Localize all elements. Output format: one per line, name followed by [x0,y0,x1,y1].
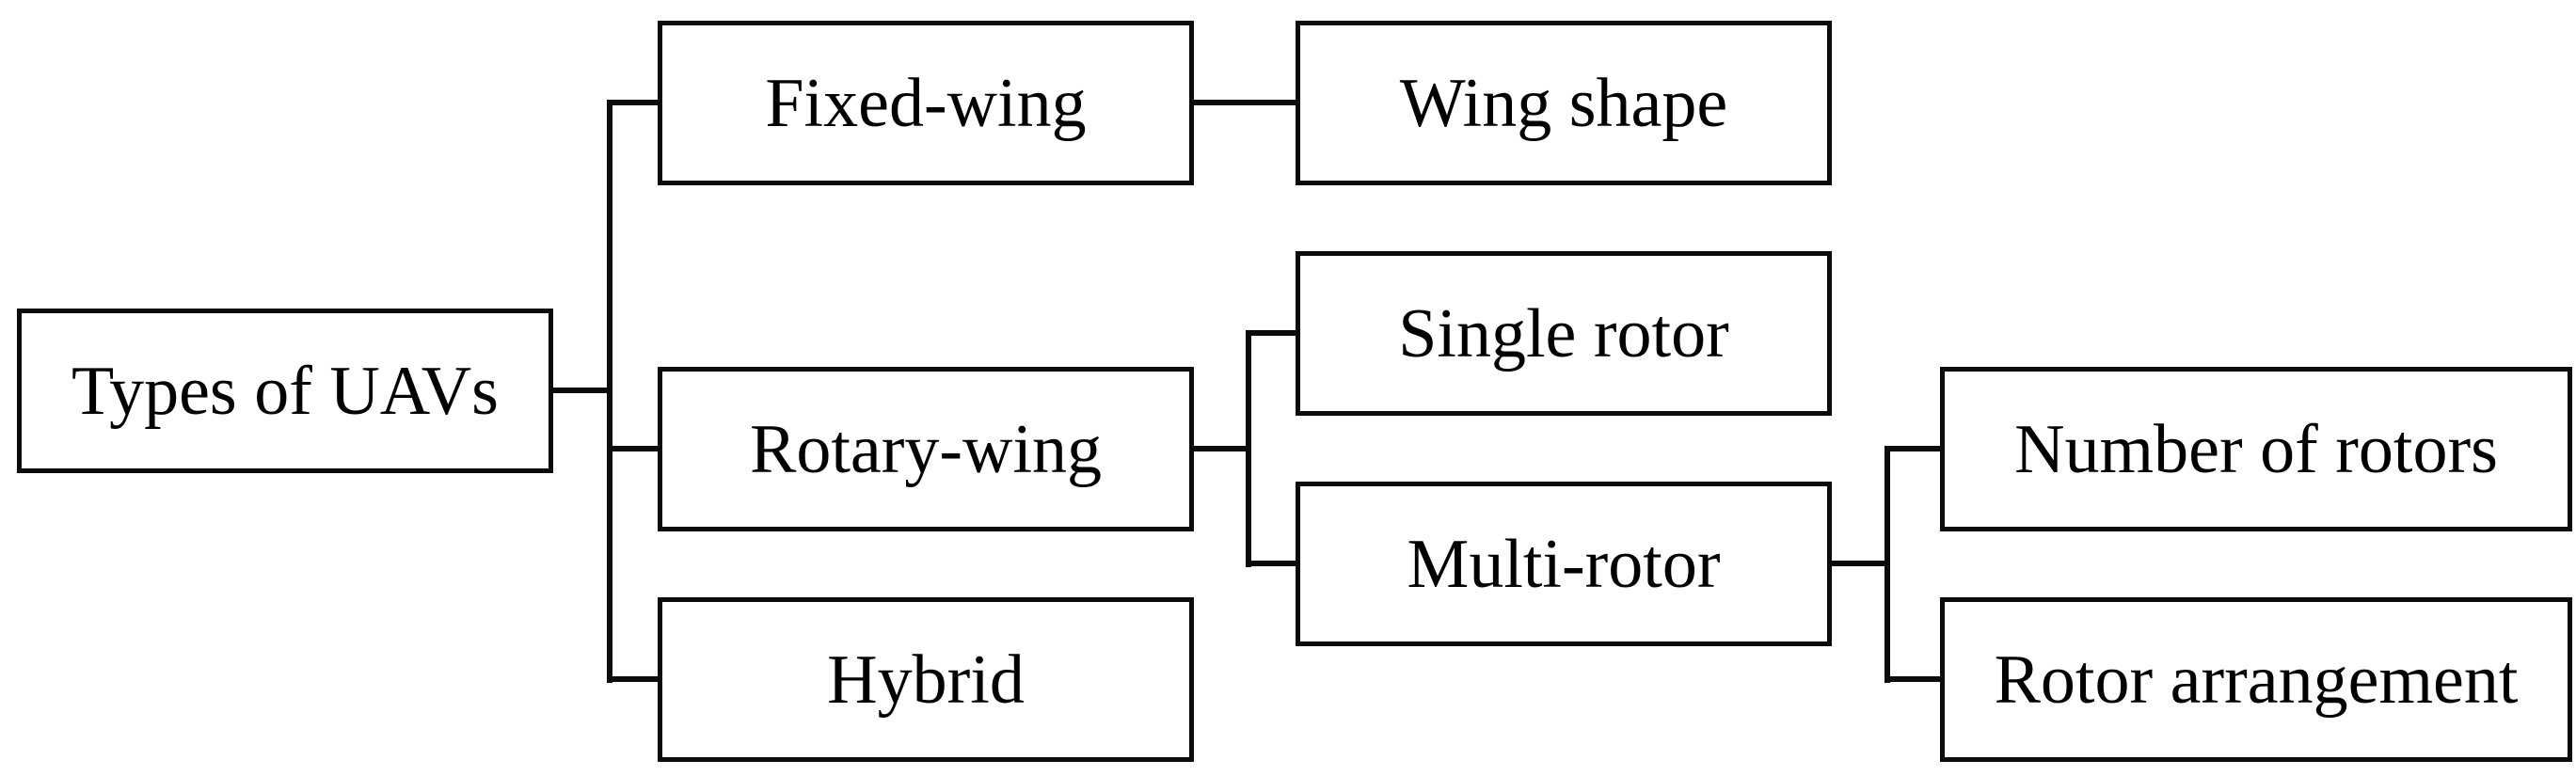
node-label: Rotary-wing [749,410,1103,488]
connector-rotary-wing-to-bracket [1194,446,1251,451]
node-hybrid: Hybrid [658,597,1194,762]
connector-fixed-wing-to-wing-shape [1194,100,1296,105]
connector-trunk-to-rotary-wing [607,446,658,451]
connector-rotary-bracket-vertical [1246,330,1251,567]
node-wing-shape: Wing shape [1296,21,1832,185]
node-label: Hybrid [827,641,1025,719]
connector-trunk-vertical [607,100,612,683]
connector-trunk-to-fixed-wing [607,100,658,105]
node-label: Wing shape [1399,64,1728,142]
node-number-of-rotors: Number of rotors [1940,367,2572,531]
node-types-of-uavs: Types of UAVs [17,309,553,473]
connector-trunk-to-hybrid [607,676,658,682]
node-rotor-arrangement: Rotor arrangement [1940,597,2572,762]
node-label: Number of rotors [2014,410,2498,488]
node-label: Multi-rotor [1407,525,1721,603]
connector-multi-rotor-to-bracket [1832,561,1890,566]
node-multi-rotor: Multi-rotor [1296,482,1832,646]
node-label: Rotor arrangement [1994,641,2519,719]
connector-bracket-to-number-of-rotors [1884,446,1940,451]
connector-bracket-to-multi-rotor [1246,561,1296,566]
node-label: Fixed-wing [765,64,1087,142]
connector-multi-bracket-vertical [1884,446,1890,683]
connector-bracket-to-single-rotor [1246,330,1296,336]
node-label: Types of UAVs [72,352,499,430]
node-rotary-wing: Rotary-wing [658,367,1194,531]
connector-root-to-trunk [550,388,612,393]
connector-bracket-to-rotor-arrangement [1884,676,1940,682]
node-single-rotor: Single rotor [1296,251,1832,416]
node-label: Single rotor [1398,294,1729,372]
node-fixed-wing: Fixed-wing [658,21,1194,185]
